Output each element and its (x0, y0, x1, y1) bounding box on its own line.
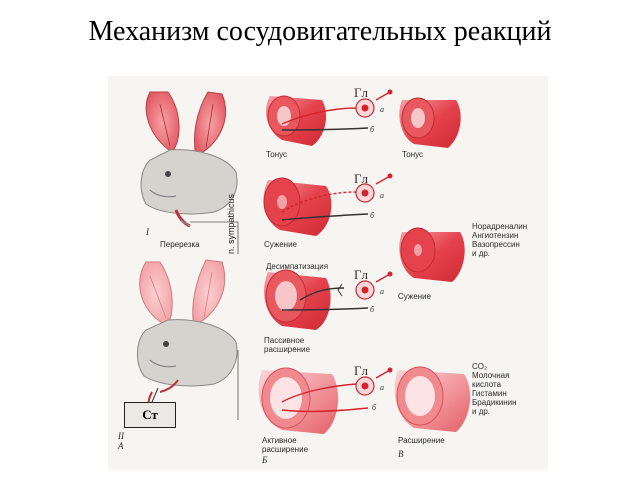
stimulator-label: Ст (142, 407, 158, 422)
blood-vessel-icon-right-tonus (399, 97, 461, 148)
label-a-3: а (380, 287, 384, 296)
label-desympathization: Десимпатизация (266, 262, 329, 271)
label-b-3: б (370, 305, 375, 314)
label-a-4: а (380, 383, 384, 392)
nerve-fibers (281, 91, 391, 413)
slide-title: Механизм сосудовигательных реакций (88, 16, 552, 47)
label-gl-1: Гл (354, 85, 370, 100)
label-gl-3: Гл (354, 267, 370, 282)
label-b-4: б (372, 403, 377, 412)
label-roman-1: I (146, 227, 149, 237)
label-passive-dilation: Пассивное расширение (264, 336, 311, 354)
blood-vessel-icon-active (258, 367, 339, 434)
ganglion-icon (337, 89, 393, 396)
label-letter-a: A (118, 441, 124, 451)
label-letter-v: В (398, 449, 404, 459)
blood-vessel-icon-right-constriction (399, 227, 465, 282)
stimulator-box: Ст (124, 402, 176, 428)
rabbit-head-icon-bottom (137, 259, 238, 393)
label-tonus-left: Тонус (266, 150, 288, 159)
rabbit-head-icon-top (140, 91, 238, 228)
label-vasodilators: CO₂ Молочная кислота Гистамин Брадикинин… (472, 362, 517, 416)
label-vasoconstrictors: Норадреналин Ангиотензин Вазопрессин и д… (472, 222, 528, 258)
label-b-2: б (370, 211, 375, 220)
label-dilation-right: Расширение (398, 436, 445, 445)
label-constriction-right: Сужение (398, 292, 432, 301)
blood-vessel-icon-passive (264, 269, 331, 330)
label-b-1: б (370, 125, 375, 134)
blood-vessel-icon-right-dilation (394, 366, 471, 432)
label-letter-b: Б (262, 455, 268, 465)
blood-vessel-icon-constriction (263, 177, 332, 236)
label-a-2: а (380, 191, 384, 200)
label-gl-2: Гл (354, 171, 370, 186)
label-gl-4: Гл (354, 363, 370, 378)
label-a-1: а (380, 105, 384, 114)
blood-vessel-icon-tonus (266, 95, 327, 146)
label-transection: Перерезка (160, 240, 200, 249)
label-active-dilation: Активное расширение (262, 436, 309, 454)
label-n-sympathicus: n. sympathicus (226, 193, 236, 254)
label-tonus-right: Тонус (402, 150, 424, 159)
label-roman-2: II (118, 431, 124, 441)
label-constriction-mid: Сужение (264, 240, 298, 249)
connector-line (190, 221, 239, 254)
